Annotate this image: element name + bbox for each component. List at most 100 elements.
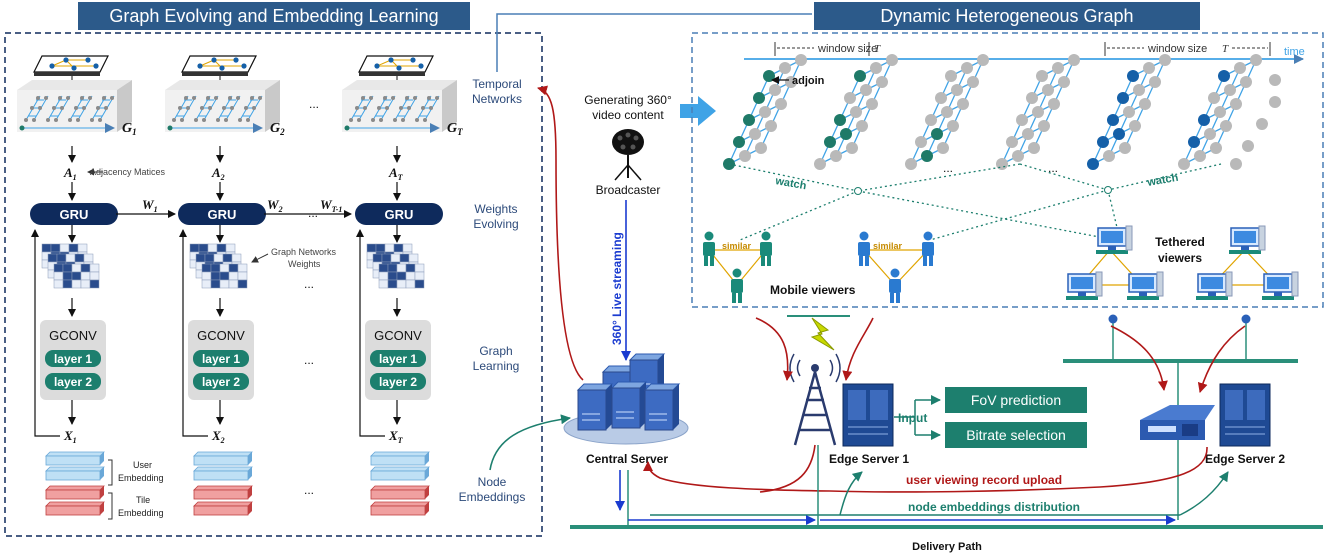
temporal-networks-label-2: Networks xyxy=(472,92,522,106)
tethered-viewer-icon xyxy=(1229,225,1266,254)
gconv-label: GCONV xyxy=(374,328,422,343)
tethered-viewers-label-2: viewers xyxy=(1158,251,1202,265)
tile-embedding-label-1: Tile xyxy=(136,495,150,505)
content-flow-arrow xyxy=(680,96,716,126)
edge-server-2-label: Edge Server 2 xyxy=(1205,452,1285,466)
left-title: Graph Evolving and Embedding Learning xyxy=(109,6,438,26)
gconv-label: GCONV xyxy=(197,328,245,343)
fov-prediction-label: FoV prediction xyxy=(971,392,1061,408)
graph-snapshot-3 xyxy=(905,54,989,170)
wireless-signal-icon xyxy=(787,315,850,351)
user-embedding-label-2: Embedding xyxy=(118,473,164,483)
gn-weights-note-2: Weights xyxy=(288,259,321,269)
feature-label: X2 xyxy=(211,428,225,445)
mobile-viewers-label: Mobile viewers xyxy=(770,283,856,297)
layer-1-block xyxy=(370,350,426,367)
graph-learning-label-2: Learning xyxy=(473,359,520,373)
graph-label: G2 xyxy=(270,121,285,137)
adjacency-matrix-label: A2 xyxy=(211,165,225,182)
weight-matrix-stack xyxy=(366,243,425,289)
graph-snapshot-2 xyxy=(814,54,898,170)
window-size-label-left: window size xyxy=(817,43,877,55)
layer-1-block xyxy=(193,350,249,367)
watch-label-1: watch xyxy=(773,175,807,192)
snapshot-ellipsis-1: ... xyxy=(943,161,953,175)
layer-2-block xyxy=(193,373,249,390)
tethered-viewer-icon xyxy=(1196,271,1233,300)
graph-label: GT xyxy=(447,121,463,137)
gru-block xyxy=(178,203,266,225)
user-embedding-label-1: User xyxy=(133,460,152,470)
graph-snapshot-plane xyxy=(358,55,434,76)
tethered-viewer-icon xyxy=(1127,271,1164,300)
graph-snapshot-1 xyxy=(723,54,807,170)
tethered-to-edge2-arrow xyxy=(1110,325,1168,391)
camera-rig-icon xyxy=(612,129,644,181)
edge-server-1-icon xyxy=(842,383,894,447)
bitrate-selection-label: Bitrate selection xyxy=(966,427,1066,443)
node-embeddings-label-2: Embeddings xyxy=(459,490,526,504)
graph-label: G1 xyxy=(122,121,137,137)
generating-label-1: Generating 360° xyxy=(584,93,672,107)
layer-2-block xyxy=(45,373,101,390)
time-label: time xyxy=(1284,46,1305,58)
distribution-label: node embeddings distribution xyxy=(908,500,1080,514)
layer-1-label: layer 1 xyxy=(54,352,92,366)
svg-text:T: T xyxy=(874,43,881,55)
weight-matrix-stack xyxy=(189,243,248,289)
bitrate-selection-box xyxy=(945,422,1087,448)
layer-2-label: layer 2 xyxy=(379,375,417,389)
graph-snapshot-5 xyxy=(1087,54,1171,170)
central-server-label: Central Server xyxy=(586,452,668,466)
window-size-left: window size T xyxy=(774,42,881,56)
layer-2-block xyxy=(370,373,426,390)
adjacency-note: Adjacency Matices xyxy=(90,167,166,177)
layer-2-label: layer 2 xyxy=(202,375,240,389)
svg-text:T: T xyxy=(1222,43,1229,55)
upload-path-edge1 xyxy=(759,444,816,493)
ellipsis-gconv: ... xyxy=(304,353,314,367)
edge-server-2-icon xyxy=(1219,383,1271,447)
tethered-to-edge2-arrow-2 xyxy=(1197,325,1246,393)
input-label: Input xyxy=(898,411,927,425)
viewer-nodes xyxy=(703,225,1299,303)
mobile-viewer-icon xyxy=(922,231,934,266)
gru-label: GRU xyxy=(208,207,237,222)
graph-stack-box xyxy=(165,80,280,133)
watch-label-2: watch xyxy=(1145,172,1179,189)
embedding-stack xyxy=(45,451,105,516)
central-server-icon xyxy=(563,353,689,445)
mobile-viewer-icon xyxy=(889,268,901,303)
mobile-to-edge1-arrow xyxy=(755,317,793,381)
feedback-loop xyxy=(179,229,208,437)
upload-to-temporal-arrow xyxy=(537,85,584,381)
layer-1-label: layer 1 xyxy=(202,352,240,366)
upload-path-edge2 xyxy=(643,446,1208,493)
mobile-viewer-icon xyxy=(760,231,772,266)
ellipsis-embeddings: ... xyxy=(304,483,314,497)
graph-snapshot-4 xyxy=(996,54,1080,170)
window-size-right: window size T xyxy=(1104,42,1271,56)
similar-label-1: similar xyxy=(722,241,752,251)
gn-weights-note-1: Graph Networks xyxy=(271,247,337,257)
gru-label: GRU xyxy=(385,207,414,222)
cell-tower-icon xyxy=(789,353,841,446)
mobile-viewer-icon xyxy=(858,231,870,266)
weight-label: W2 xyxy=(267,197,283,214)
gru-block xyxy=(355,203,443,225)
similar-label-2: similar xyxy=(873,241,903,251)
mobile-to-edge1-arrow-2 xyxy=(842,317,874,381)
router-icon xyxy=(1140,405,1215,440)
weight-ellipsis: ... xyxy=(308,206,318,220)
graph-snapshot-6 xyxy=(1178,54,1262,170)
tile-embedding-label-2: Embedding xyxy=(118,508,164,518)
gru-block xyxy=(30,203,118,225)
temporal-graph-snapshots xyxy=(723,54,1281,170)
generating-label-2: video content xyxy=(592,108,664,122)
fov-prediction-box xyxy=(945,387,1087,413)
feedback-loop xyxy=(356,229,385,437)
tethered-viewer-icon xyxy=(1066,271,1103,300)
